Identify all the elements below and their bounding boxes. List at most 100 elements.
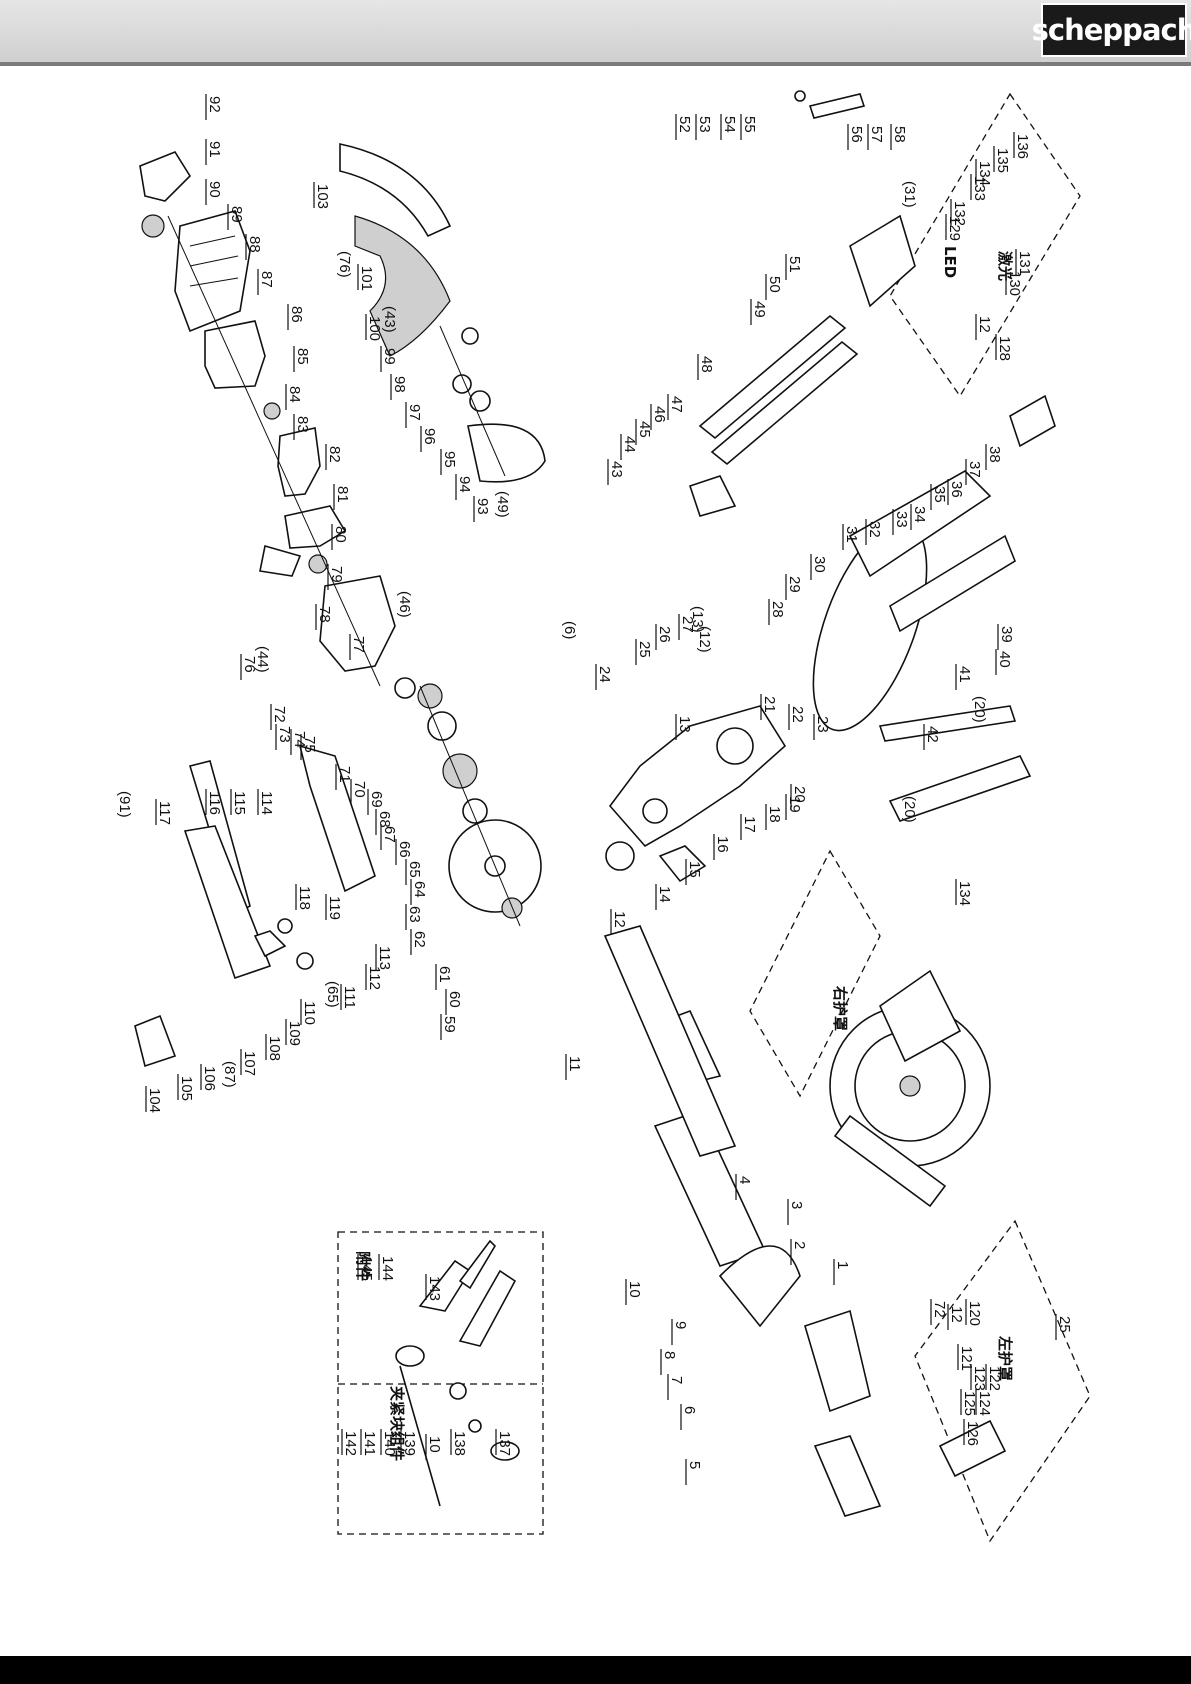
part-label-116: 116 — [206, 791, 223, 815]
part-label-92: 92 — [206, 96, 223, 113]
part-label-2: 2 — [791, 1241, 808, 1249]
part-label-25: 25 — [1056, 1316, 1073, 1333]
part-label-43: 43 — [608, 461, 625, 478]
arm-and-base-assembly — [605, 394, 1056, 883]
reference-label: (44) — [254, 646, 271, 673]
part-label-45: 45 — [636, 421, 653, 438]
reference-label: (12) — [696, 626, 713, 653]
part-label-57: 57 — [868, 126, 885, 143]
part-label-107: 107 — [241, 1051, 258, 1076]
part-label-46: 46 — [651, 406, 668, 423]
part-label-84: 84 — [286, 386, 303, 403]
part-label-8: 8 — [661, 1351, 678, 1359]
part-label-12: 12 — [976, 316, 993, 333]
part-label-111: 111 — [341, 986, 358, 1009]
part-label-40: 40 — [996, 651, 1013, 668]
part-label-89: 89 — [228, 206, 245, 223]
right-guard-box — [749, 849, 881, 1098]
group-label-left-guard: 左护罩 — [996, 1335, 1014, 1381]
part-label-47: 47 — [668, 396, 685, 413]
group-label-laser: 激光 — [996, 251, 1014, 281]
blade-guard-assembly — [339, 143, 546, 483]
reference-label: (87) — [221, 1061, 238, 1088]
part-label-10: 10 — [426, 1436, 443, 1453]
part-label-3: 3 — [788, 1201, 805, 1209]
part-label-85: 85 — [294, 348, 311, 365]
part-label-14: 14 — [656, 886, 673, 903]
part-label-72: 72 — [931, 1301, 948, 1318]
part-label-55: 55 — [741, 116, 758, 133]
clamp-and-accessories — [395, 1239, 520, 1507]
part-label-130: 130 — [1006, 271, 1023, 296]
part-label-56: 56 — [848, 126, 865, 143]
part-label-54: 54 — [721, 116, 738, 133]
part-label-143: 143 — [426, 1276, 443, 1301]
reference-label: (20) — [971, 696, 988, 723]
part-label-64: 64 — [411, 881, 428, 898]
group-label-clamp-assembly: 夹紧块组件 — [388, 1386, 406, 1461]
part-label-13: 13 — [676, 716, 693, 733]
part-label-144: 144 — [379, 1256, 396, 1281]
part-label-136: 136 — [1014, 134, 1031, 159]
part-label-96: 96 — [421, 428, 438, 445]
reference-label: (65) — [324, 981, 341, 1008]
part-label-25: 25 — [636, 641, 653, 658]
group-label-led: LED — [941, 246, 959, 278]
clamp-accessory-box — [337, 1231, 544, 1535]
part-label-39: 39 — [998, 626, 1015, 643]
part-label-50: 50 — [766, 276, 783, 293]
part-label-93: 93 — [474, 498, 491, 515]
part-label-88: 88 — [246, 236, 263, 253]
part-label-33: 33 — [893, 511, 910, 528]
part-label-52: 52 — [676, 116, 693, 133]
part-label-12: 12 — [948, 1306, 965, 1323]
part-label-63: 63 — [406, 906, 423, 923]
page-header: scheppach — [0, 0, 1191, 66]
part-label-108: 108 — [266, 1036, 283, 1061]
laser-assembly-box — [889, 92, 1081, 398]
part-label-81: 81 — [334, 486, 351, 503]
part-label-4: 4 — [736, 1176, 753, 1184]
part-label-36: 36 — [948, 481, 965, 498]
part-label-38: 38 — [986, 446, 1003, 463]
part-label-28: 28 — [769, 601, 786, 618]
part-label-87: 87 — [258, 271, 275, 288]
part-label-103: 103 — [314, 184, 331, 209]
part-label-44: 44 — [621, 436, 638, 453]
part-label-58: 58 — [891, 126, 908, 143]
reference-label: (49) — [494, 491, 511, 518]
part-label-134: 134 — [976, 161, 993, 186]
turntable-and-fences — [603, 755, 1032, 1517]
handle-assembly — [134, 744, 376, 1068]
reference-label: (31) — [901, 181, 918, 208]
reference-label: (20) — [901, 796, 918, 823]
part-label-67: 67 — [381, 826, 398, 843]
part-label-104: 104 — [146, 1088, 163, 1113]
part-label-82: 82 — [326, 446, 343, 463]
part-label-6: 6 — [681, 1406, 698, 1414]
part-label-106: 106 — [201, 1066, 218, 1091]
group-label-right-guard: 右护罩 — [831, 986, 849, 1031]
part-label-120: 120 — [966, 1301, 983, 1326]
part-label-94: 94 — [456, 476, 473, 493]
part-label-68: 68 — [376, 811, 393, 828]
part-label-27: 27 — [679, 616, 696, 633]
part-label-134: 134 — [956, 881, 973, 906]
part-label-53: 53 — [696, 116, 713, 133]
part-label-74: 74 — [291, 731, 308, 748]
part-label-97: 97 — [406, 404, 423, 421]
part-label-113: 113 — [376, 946, 393, 970]
part-label-145: 145 — [358, 1256, 375, 1281]
part-label-118: 118 — [296, 886, 313, 910]
part-label-109: 109 — [286, 1021, 303, 1046]
part-label-32: 32 — [866, 521, 883, 538]
part-label-131: 131 — [1016, 251, 1033, 276]
part-label-11: 11 — [566, 1056, 583, 1072]
part-label-72: 72 — [271, 706, 288, 723]
part-label-23: 23 — [814, 716, 831, 733]
left-guard-box — [914, 1219, 1091, 1543]
part-label-112: 112 — [366, 966, 383, 990]
part-label-24: 24 — [596, 666, 613, 683]
part-number-labels: 1234567891010111212121314151617181920212… — [145, 94, 1073, 1485]
